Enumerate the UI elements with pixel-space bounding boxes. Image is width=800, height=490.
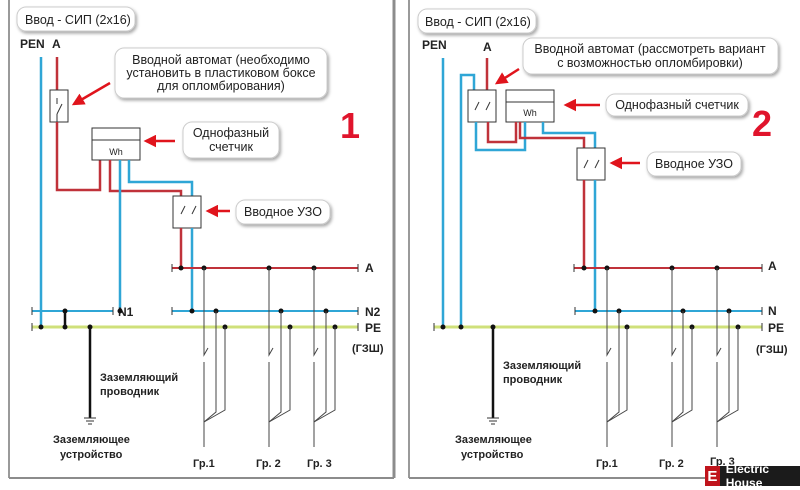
bus-n bbox=[574, 307, 763, 315]
scheme-number-1: 1 bbox=[340, 105, 360, 146]
ground-symbol-icon bbox=[84, 417, 96, 425]
rcd-device bbox=[576, 147, 606, 181]
group-3-label: Гр. 3 bbox=[307, 458, 332, 470]
phase-to-meter bbox=[486, 122, 518, 144]
breaker-arrow-icon bbox=[71, 81, 111, 106]
bus-a bbox=[573, 264, 763, 272]
bus-pe-sub-label: (ГЗШ) bbox=[352, 343, 384, 355]
svg-text:Вводной автомат (рассмотреть в: Вводной автомат (рассмотреть вариант bbox=[534, 42, 765, 56]
svg-text:Wh: Wh bbox=[523, 108, 537, 118]
group-1-label: Гр.1 bbox=[596, 458, 618, 470]
input-breaker bbox=[467, 89, 497, 123]
meter-phase-out bbox=[108, 160, 183, 196]
bus-n-label: N bbox=[768, 304, 777, 318]
group-feeders bbox=[203, 268, 336, 447]
panel-frame-1 bbox=[8, 0, 396, 479]
ground-conductor-label-1: Заземляющий bbox=[503, 360, 581, 372]
energy-meter: Wh bbox=[91, 127, 141, 161]
ground-symbol-icon bbox=[487, 417, 499, 425]
ground-device-label-1: Заземляющее bbox=[53, 434, 130, 446]
ground-device-label-1: Заземляющее bbox=[455, 434, 532, 446]
bus-pe bbox=[433, 323, 763, 331]
bus-pe-label: PE bbox=[365, 321, 381, 335]
bus-pe-sub-label: (ГЗШ) bbox=[756, 344, 788, 356]
pen-label: PEN bbox=[422, 38, 447, 52]
scheme-number-2: 2 bbox=[752, 103, 772, 144]
svg-text:Вводное УЗО: Вводное УЗО bbox=[655, 157, 733, 171]
rcd-callout: Вводное УЗО bbox=[235, 199, 331, 225]
svg-text:для опломбирования): для опломбирования) bbox=[157, 79, 285, 93]
bus-a-label: A bbox=[768, 259, 777, 273]
ground-conductor-label-2: проводник bbox=[100, 386, 160, 398]
neutral-to-meter bbox=[474, 122, 527, 152]
phase-label: A bbox=[52, 37, 61, 51]
panel-1: Ввод - СИП (2х16) PEN A Wh bbox=[16, 6, 384, 470]
group-feeders bbox=[606, 268, 739, 447]
rcd-device bbox=[172, 195, 202, 229]
svg-text:установить в пластиковом боксе: установить в пластиковом боксе bbox=[126, 66, 315, 80]
bus-n1 bbox=[31, 307, 114, 315]
bus-a-label: A bbox=[365, 261, 374, 275]
input-callout: Ввод - СИП (2х16) bbox=[16, 6, 136, 32]
ground-device-label-2: устройство bbox=[461, 449, 524, 461]
group-3-label: Гр. 3 bbox=[710, 456, 735, 468]
input-callout: Ввод - СИП (2х16) bbox=[417, 8, 537, 34]
ground-conductor-label-1: Заземляющий bbox=[100, 372, 178, 384]
phase-label: A bbox=[483, 40, 492, 54]
group-2-label: Гр. 2 bbox=[256, 458, 281, 470]
svg-text:Вводное УЗО: Вводное УЗО bbox=[244, 205, 322, 219]
svg-text:с возможностью опломбировки): с возможностью опломбировки) bbox=[557, 56, 743, 70]
svg-text:счетчик: счетчик bbox=[209, 140, 253, 154]
bus-pe bbox=[31, 323, 359, 331]
watermark-logo-icon: E bbox=[705, 466, 720, 486]
meter-neutral-out bbox=[541, 122, 597, 148]
bus-n1-label: N1 bbox=[118, 305, 134, 319]
neutral-in bbox=[459, 73, 476, 327]
meter-callout: Однофазный счетчик bbox=[605, 93, 749, 117]
meter-neutral-out bbox=[127, 160, 194, 196]
svg-text:Wh: Wh bbox=[109, 147, 123, 157]
bus-n2-label: N2 bbox=[365, 305, 381, 319]
ground-device-label-2: устройство bbox=[60, 449, 123, 461]
panel-2: Ввод - СИП (2х16) PEN A Wh bbox=[417, 8, 788, 470]
ground-conductor-label-2: проводник bbox=[503, 374, 563, 386]
pen-label: PEN bbox=[20, 37, 45, 51]
bus-a bbox=[171, 264, 359, 272]
breaker-callout: Вводной автомат (рассмотреть вариант с в… bbox=[522, 37, 779, 75]
meter-phase-out bbox=[518, 122, 586, 148]
group-1-label: Гр.1 bbox=[193, 458, 215, 470]
breaker-arrow-icon bbox=[494, 67, 520, 85]
input-label: Ввод - СИП (2х16) bbox=[425, 15, 531, 29]
bus-pe-label: PE bbox=[768, 321, 784, 335]
junction-dots bbox=[38, 265, 338, 330]
phase-to-meter bbox=[55, 122, 102, 192]
svg-text:Однофазный: Однофазный bbox=[193, 126, 269, 140]
bus-n2 bbox=[171, 307, 359, 315]
watermark-badge: E Electric House bbox=[705, 462, 800, 490]
group-2-label: Гр. 2 bbox=[659, 458, 684, 470]
junction-dots bbox=[440, 265, 741, 330]
input-label: Ввод - СИП (2х16) bbox=[25, 13, 131, 27]
energy-meter: Wh bbox=[505, 89, 555, 123]
svg-text:Однофазный счетчик: Однофазный счетчик bbox=[615, 98, 739, 112]
watermark-text: Electric House bbox=[719, 462, 800, 490]
input-breaker bbox=[49, 89, 69, 123]
meter-callout: Однофазный счетчик bbox=[182, 121, 280, 159]
svg-text:Вводной автомат (необходимо: Вводной автомат (необходимо bbox=[132, 53, 310, 67]
breaker-callout: Вводной автомат (необходимо установить в… bbox=[114, 47, 328, 99]
rcd-callout: Вводное УЗО bbox=[646, 151, 742, 177]
